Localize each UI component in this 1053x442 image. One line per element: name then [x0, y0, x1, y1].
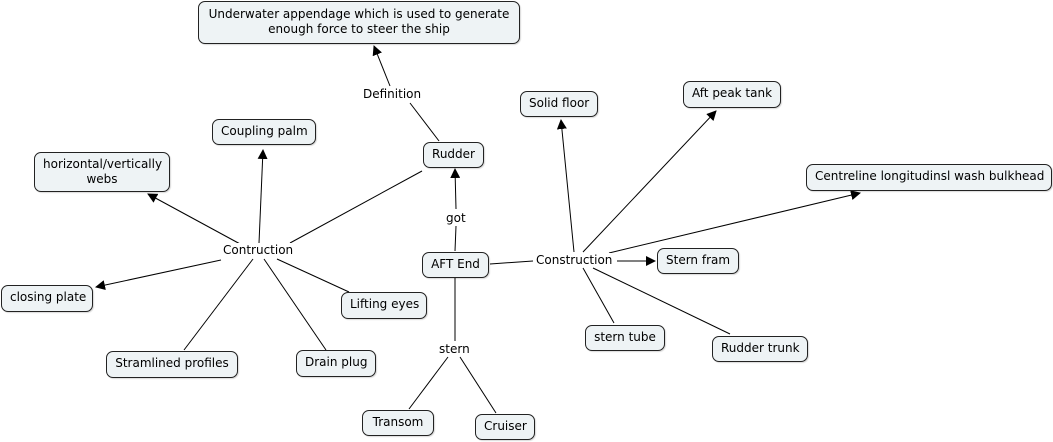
cruiser-node[interactable]: Cruiser	[475, 414, 535, 440]
rudder-trunk-node-text: Rudder trunk	[721, 341, 800, 355]
coupling-palm-node[interactable]: Coupling palm	[212, 119, 316, 145]
edge-contruction-lifting-eyes	[276, 258, 350, 293]
aft-end-node[interactable]: AFT End	[422, 252, 489, 278]
edge-got-rudder	[450, 168, 461, 210]
edge-contruction-drain-plug	[263, 258, 327, 351]
stern-fram-node-text: Stern fram	[666, 253, 731, 267]
drain-plug-node-text: Drain plug	[305, 355, 368, 369]
link-label-contruction[interactable]: Contruction	[221, 243, 296, 257]
transom-node[interactable]: Transom	[362, 410, 434, 436]
stern-fram-node[interactable]: Stern fram	[657, 248, 739, 274]
solid-floor-node[interactable]: Solid floor	[520, 91, 598, 117]
edge-contruction-webs	[147, 193, 243, 246]
rudder-node[interactable]: Rudder	[423, 142, 484, 168]
edge-rudder-contruction	[289, 170, 423, 244]
edge-contruction-stramlined	[183, 258, 254, 351]
drain-plug-node[interactable]: Drain plug	[296, 350, 376, 377]
edge-construction-aft-peak	[582, 110, 717, 253]
aft-peak-tank-node-text: Aft peak tank	[692, 86, 773, 100]
rudder-trunk-node[interactable]: Rudder trunk	[712, 336, 808, 362]
stern-tube-node[interactable]: stern tube	[585, 325, 665, 351]
definition-node[interactable]: Underwater appendage which is used to ge…	[198, 1, 520, 44]
transom-node-text: Transom	[372, 415, 424, 429]
edge-stern-transom	[408, 356, 449, 410]
edge-construction-stern-tube	[582, 267, 615, 324]
edge-contruction-closing-plate	[95, 259, 222, 290]
edge-construction-solid-floor	[556, 119, 575, 253]
cruiser-node-text: Cruiser	[484, 419, 527, 433]
aft-end-node-text: AFT End	[431, 257, 480, 271]
stern-tube-node-text: stern tube	[594, 330, 656, 344]
aft-peak-tank-node[interactable]: Aft peak tank	[683, 81, 781, 108]
link-label-definition[interactable]: Definition	[361, 87, 424, 101]
wash-bulkhead-node[interactable]: Centreline longitudinsl wash bulkhead	[806, 164, 1052, 191]
closing-plate-node[interactable]: closing plate	[1, 285, 93, 312]
edge-contruction-coupling-palm	[257, 149, 268, 244]
link-label-construction[interactable]: Construction	[534, 253, 615, 267]
link-label-stern[interactable]: stern	[437, 342, 472, 356]
edge-rudder-definition	[409, 102, 440, 142]
edge-aftend-got	[454, 225, 457, 252]
edge-construction-bulkhead	[608, 190, 861, 254]
closing-plate-node-text: closing plate	[10, 290, 87, 304]
edge-construction-rudder-trunk	[592, 267, 731, 335]
stramlined-profiles-node-text: Stramlined profiles	[115, 356, 229, 370]
edge-definition-definition-text	[372, 45, 391, 87]
coupling-palm-node-text: Coupling palm	[221, 124, 308, 138]
lifting-eyes-node-text: Lifting eyes	[350, 297, 420, 311]
solid-floor-node-text: Solid floor	[529, 96, 590, 110]
edge-stern-cruiser	[459, 356, 497, 414]
link-label-got[interactable]: got	[444, 211, 468, 225]
webs-node-text: horizontal/vertically webs	[43, 157, 163, 186]
edge-aftend-construction	[489, 260, 534, 265]
lifting-eyes-node[interactable]: Lifting eyes	[341, 292, 427, 319]
wash-bulkhead-node-text: Centreline longitudinsl wash bulkhead	[815, 169, 1045, 183]
rudder-node-text: Rudder	[432, 147, 475, 161]
webs-node[interactable]: horizontal/vertically webs	[34, 152, 170, 192]
stramlined-profiles-node[interactable]: Stramlined profiles	[106, 351, 238, 378]
definition-node-text: Underwater appendage which is used to ge…	[208, 7, 510, 36]
